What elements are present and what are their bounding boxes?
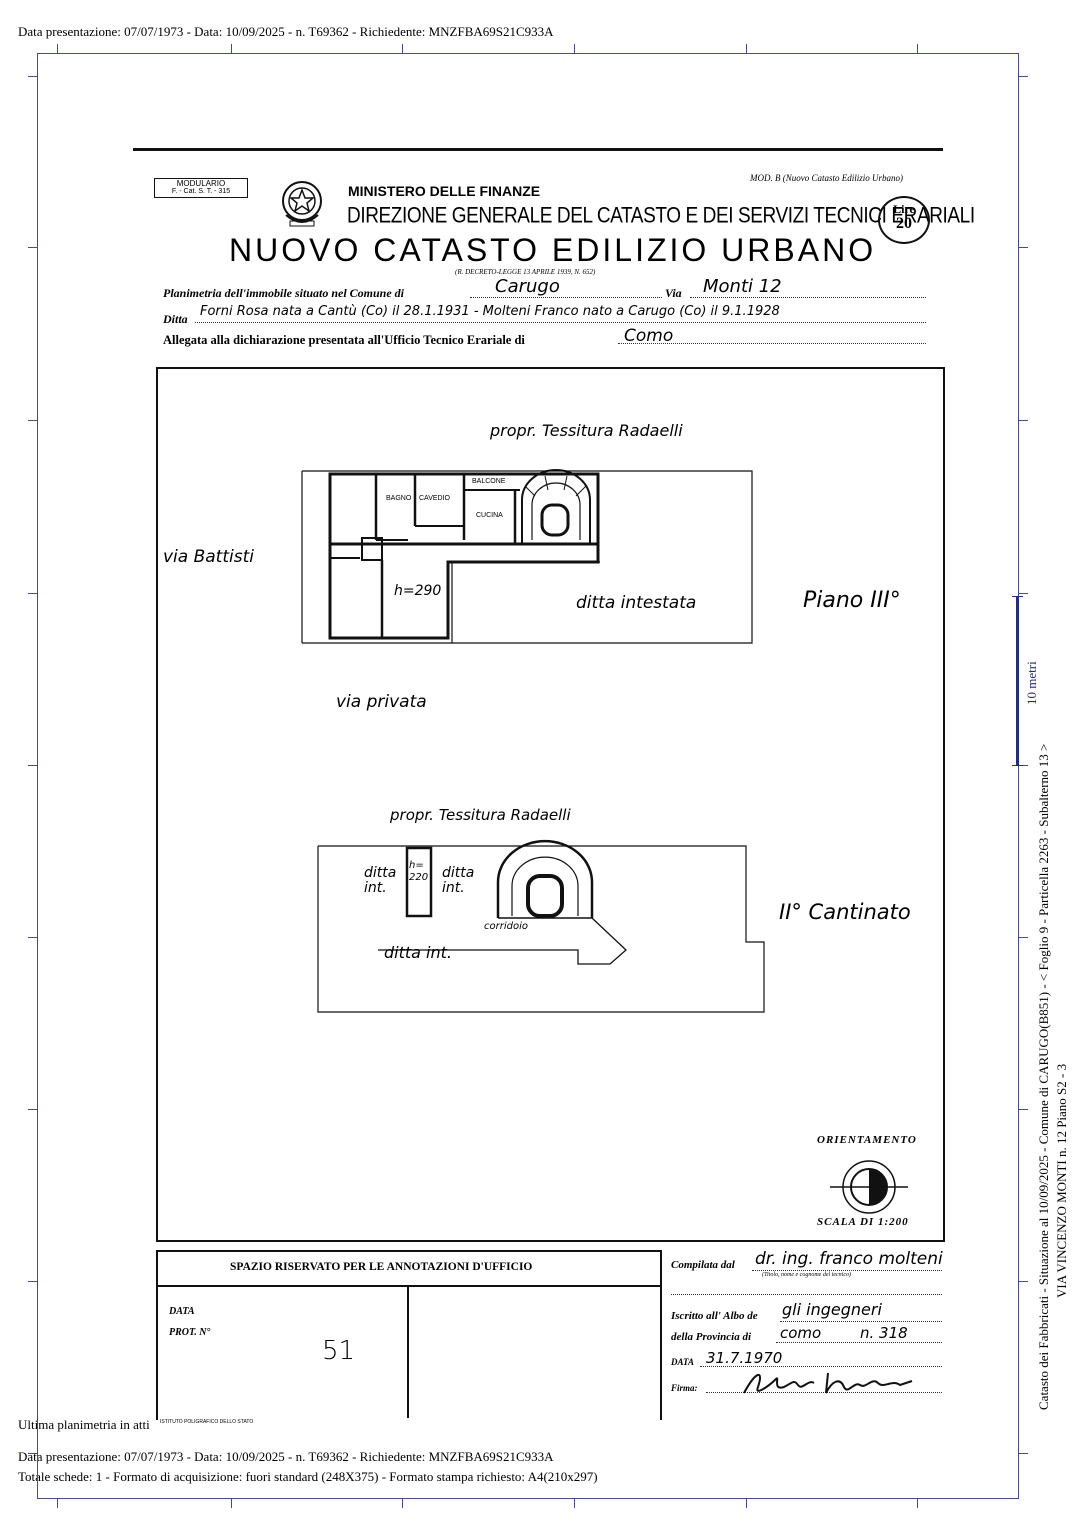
price-value: 20 [896,215,912,232]
compiled-label: Compilata dal [671,1259,735,1271]
signature-icon [736,1365,926,1406]
last-plan-note: Ultima planimetria in atti [18,1417,150,1432]
ditta-int-2: ditta int. [442,865,475,896]
document-title: NUOVO CATASTO EDILIZIO URBANO [229,232,877,268]
lower-neighbor-label: propr. Tessitura Radaelli [390,806,571,824]
height-upper-label: h=290 [394,583,442,599]
header-line: Data presentazione: 07/07/1973 - Data: 1… [18,24,554,39]
modulario-label: MODULARIO [176,179,226,188]
compiled-value: dr. ing. franco molteni [755,1249,943,1269]
bath-label: BAGNO [386,495,412,502]
balcony-label: BALCONE [472,478,506,485]
register-number: n. 318 [860,1324,908,1342]
direction-title: DIREZIONE GENERALE DEL CATASTO E DEI SER… [347,204,975,229]
top-neighbor-label: propr. Tessitura Radaelli [490,421,683,440]
owner-area-label: ditta intestata [576,593,697,613]
province-value: como [780,1324,822,1342]
signature-date-value: 31.7.1970 [706,1349,783,1367]
price-badge: Lire 20 [878,196,930,244]
decree-note: (R. DECRETO-LEGGE 13 APRILE 1939, N. 652… [455,268,596,276]
office-box [156,1250,662,1420]
allegata-value: Como [624,326,674,346]
modulario-code: F. - Cat. S. T. - 315 [171,188,231,195]
price-label: Lire [893,202,915,216]
province-label: della Provincia di [671,1331,752,1343]
comune-value: Carugo [495,276,560,297]
albo-label: Iscritto all' Albo de [671,1310,758,1322]
reserved-title: SPAZIO RISERVATO PER LE ANNOTAZIONI D'UF… [230,1261,533,1273]
signature-date-label: DATA [671,1357,695,1367]
printer-note: ISTITUTO POLIGRAFICO DELLO STATO [160,1419,254,1425]
model-label: MOD. B (Nuovo Catasto Edilizio Urbano) [750,173,903,183]
via-value: Monti 12 [703,276,782,297]
left-street-label: via Battisti [163,547,254,567]
albo-value: gli ingegneri [782,1300,882,1319]
orientation-label: ORIENTAMENTO [817,1134,917,1146]
emblem-icon [280,175,324,231]
ministry-title: MINISTERO DELLE FINANZE [348,183,541,199]
kitchen-label: CUCINA [476,512,503,519]
scale-label: SCALA DI 1:200 [817,1216,909,1228]
signature-label: Firma: [671,1383,698,1393]
ditta-value: Forni Rosa nata a Cantù (Co) il 28.1.193… [200,304,780,319]
date-field-label: DATA [169,1306,195,1317]
ditta-label: Ditta [163,312,188,326]
shaft-label: CAVEDIO [419,495,450,502]
footer-line-2: Totale schede: 1 - Formato di acquisizio… [18,1469,598,1484]
ditta-int-3: ditta int. [384,943,452,962]
ditta-int-1: ditta int. [364,865,397,896]
floor-plan-frame [156,367,945,1242]
prot-number: 51 [322,1336,356,1366]
footer-line-1: Data presentazione: 07/07/1973 - Data: 1… [18,1449,554,1464]
bottom-street-label: via privata [336,692,427,712]
compiled-note: (Titolo, nome e cognome del tecnico) [762,1272,851,1278]
comune-label: Planimetria dell'immobile situato nel Co… [163,286,405,300]
corridor-label: corridoio [484,921,528,932]
top-rule [133,148,943,151]
floor-lower-label: II° Cantinato [779,900,911,924]
floor-upper-label: Piano III° [803,588,901,613]
height-lower-label: h= 220 [409,860,429,883]
modulario-box: MODULARIO F. - Cat. S. T. - 315 [154,178,248,198]
allegata-label: Allegata alla dichiarazione presentata a… [163,333,525,347]
prot-field-label: PROT. N° [169,1327,211,1338]
via-label: Via [665,286,682,300]
